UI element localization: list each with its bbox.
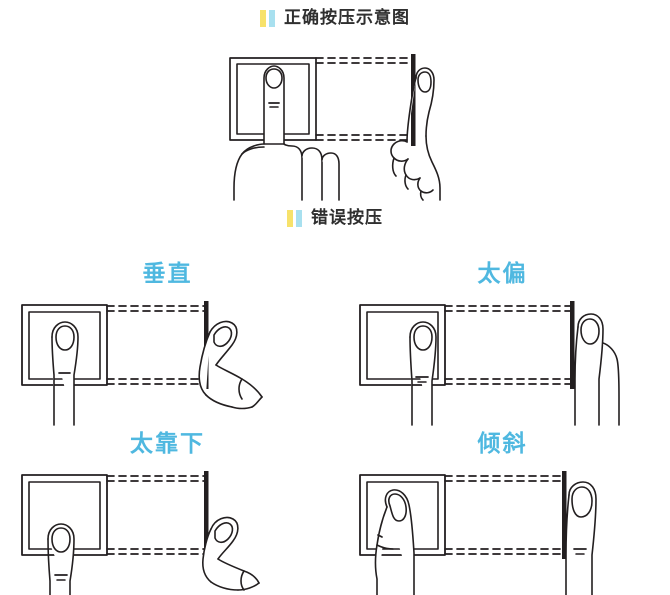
wrong-press-heading-text: 错误按压 xyxy=(311,208,383,228)
wrong-press-tilted xyxy=(335,467,670,595)
wrong-example-vertical: 垂直 xyxy=(0,255,335,426)
wrong-example-label-off-center: 太偏 xyxy=(477,261,528,287)
accent-bar-cyan-icon xyxy=(296,210,302,227)
wrong-example-off-center: 太偏 xyxy=(335,255,670,426)
sensor-side-bar xyxy=(204,471,209,559)
front-view-finger xyxy=(47,523,75,595)
wrong-example-too-low: 太靠下 xyxy=(0,425,335,595)
alignment-dashed-lines xyxy=(315,57,413,141)
correct-press-heading-text: 正确按压示意图 xyxy=(284,8,410,28)
front-view-hand xyxy=(233,65,340,201)
alignment-dashed-lines xyxy=(444,305,572,385)
accent-bar-yellow-icon xyxy=(260,10,266,27)
fingerprint-mark xyxy=(377,534,383,538)
wrong-example-tilted: 倾斜 xyxy=(335,425,670,595)
front-view-finger xyxy=(409,321,437,426)
accent-bar-cyan-icon xyxy=(269,10,275,27)
wrong-example-label-too-low: 太靠下 xyxy=(130,431,205,457)
wrong-example-label-tilted: 倾斜 xyxy=(477,431,528,457)
alignment-dashed-lines xyxy=(106,305,206,385)
side-view-finger xyxy=(202,516,260,591)
correct-press-heading: 正确按压示意图 xyxy=(0,10,670,27)
side-view-finger xyxy=(565,481,597,595)
wrong-press-too-far-off-center xyxy=(335,297,670,426)
wrong-press-heading: 错误按压 xyxy=(0,210,670,227)
correct-press-illustration xyxy=(220,48,455,201)
alignment-dashed-lines xyxy=(444,475,564,555)
front-view-finger xyxy=(51,321,79,426)
heading-accent-bars-wrong xyxy=(287,210,302,227)
front-view-finger xyxy=(374,489,415,595)
side-view-finger xyxy=(574,313,620,426)
sensor-side-bar xyxy=(411,54,416,146)
wrong-examples-grid: 垂直 xyxy=(0,255,670,595)
sensor-side-bar xyxy=(570,301,575,389)
side-view-hand xyxy=(390,67,441,201)
wrong-press-too-low xyxy=(0,467,335,595)
wrong-example-label-vertical: 垂直 xyxy=(142,261,193,287)
side-view-finger xyxy=(198,320,263,410)
accent-bar-yellow-icon xyxy=(287,210,293,227)
alignment-dashed-lines xyxy=(106,475,206,555)
sensor-side-bar xyxy=(562,471,567,559)
heading-accent-bars xyxy=(260,10,275,27)
wrong-press-vertical xyxy=(0,297,335,426)
